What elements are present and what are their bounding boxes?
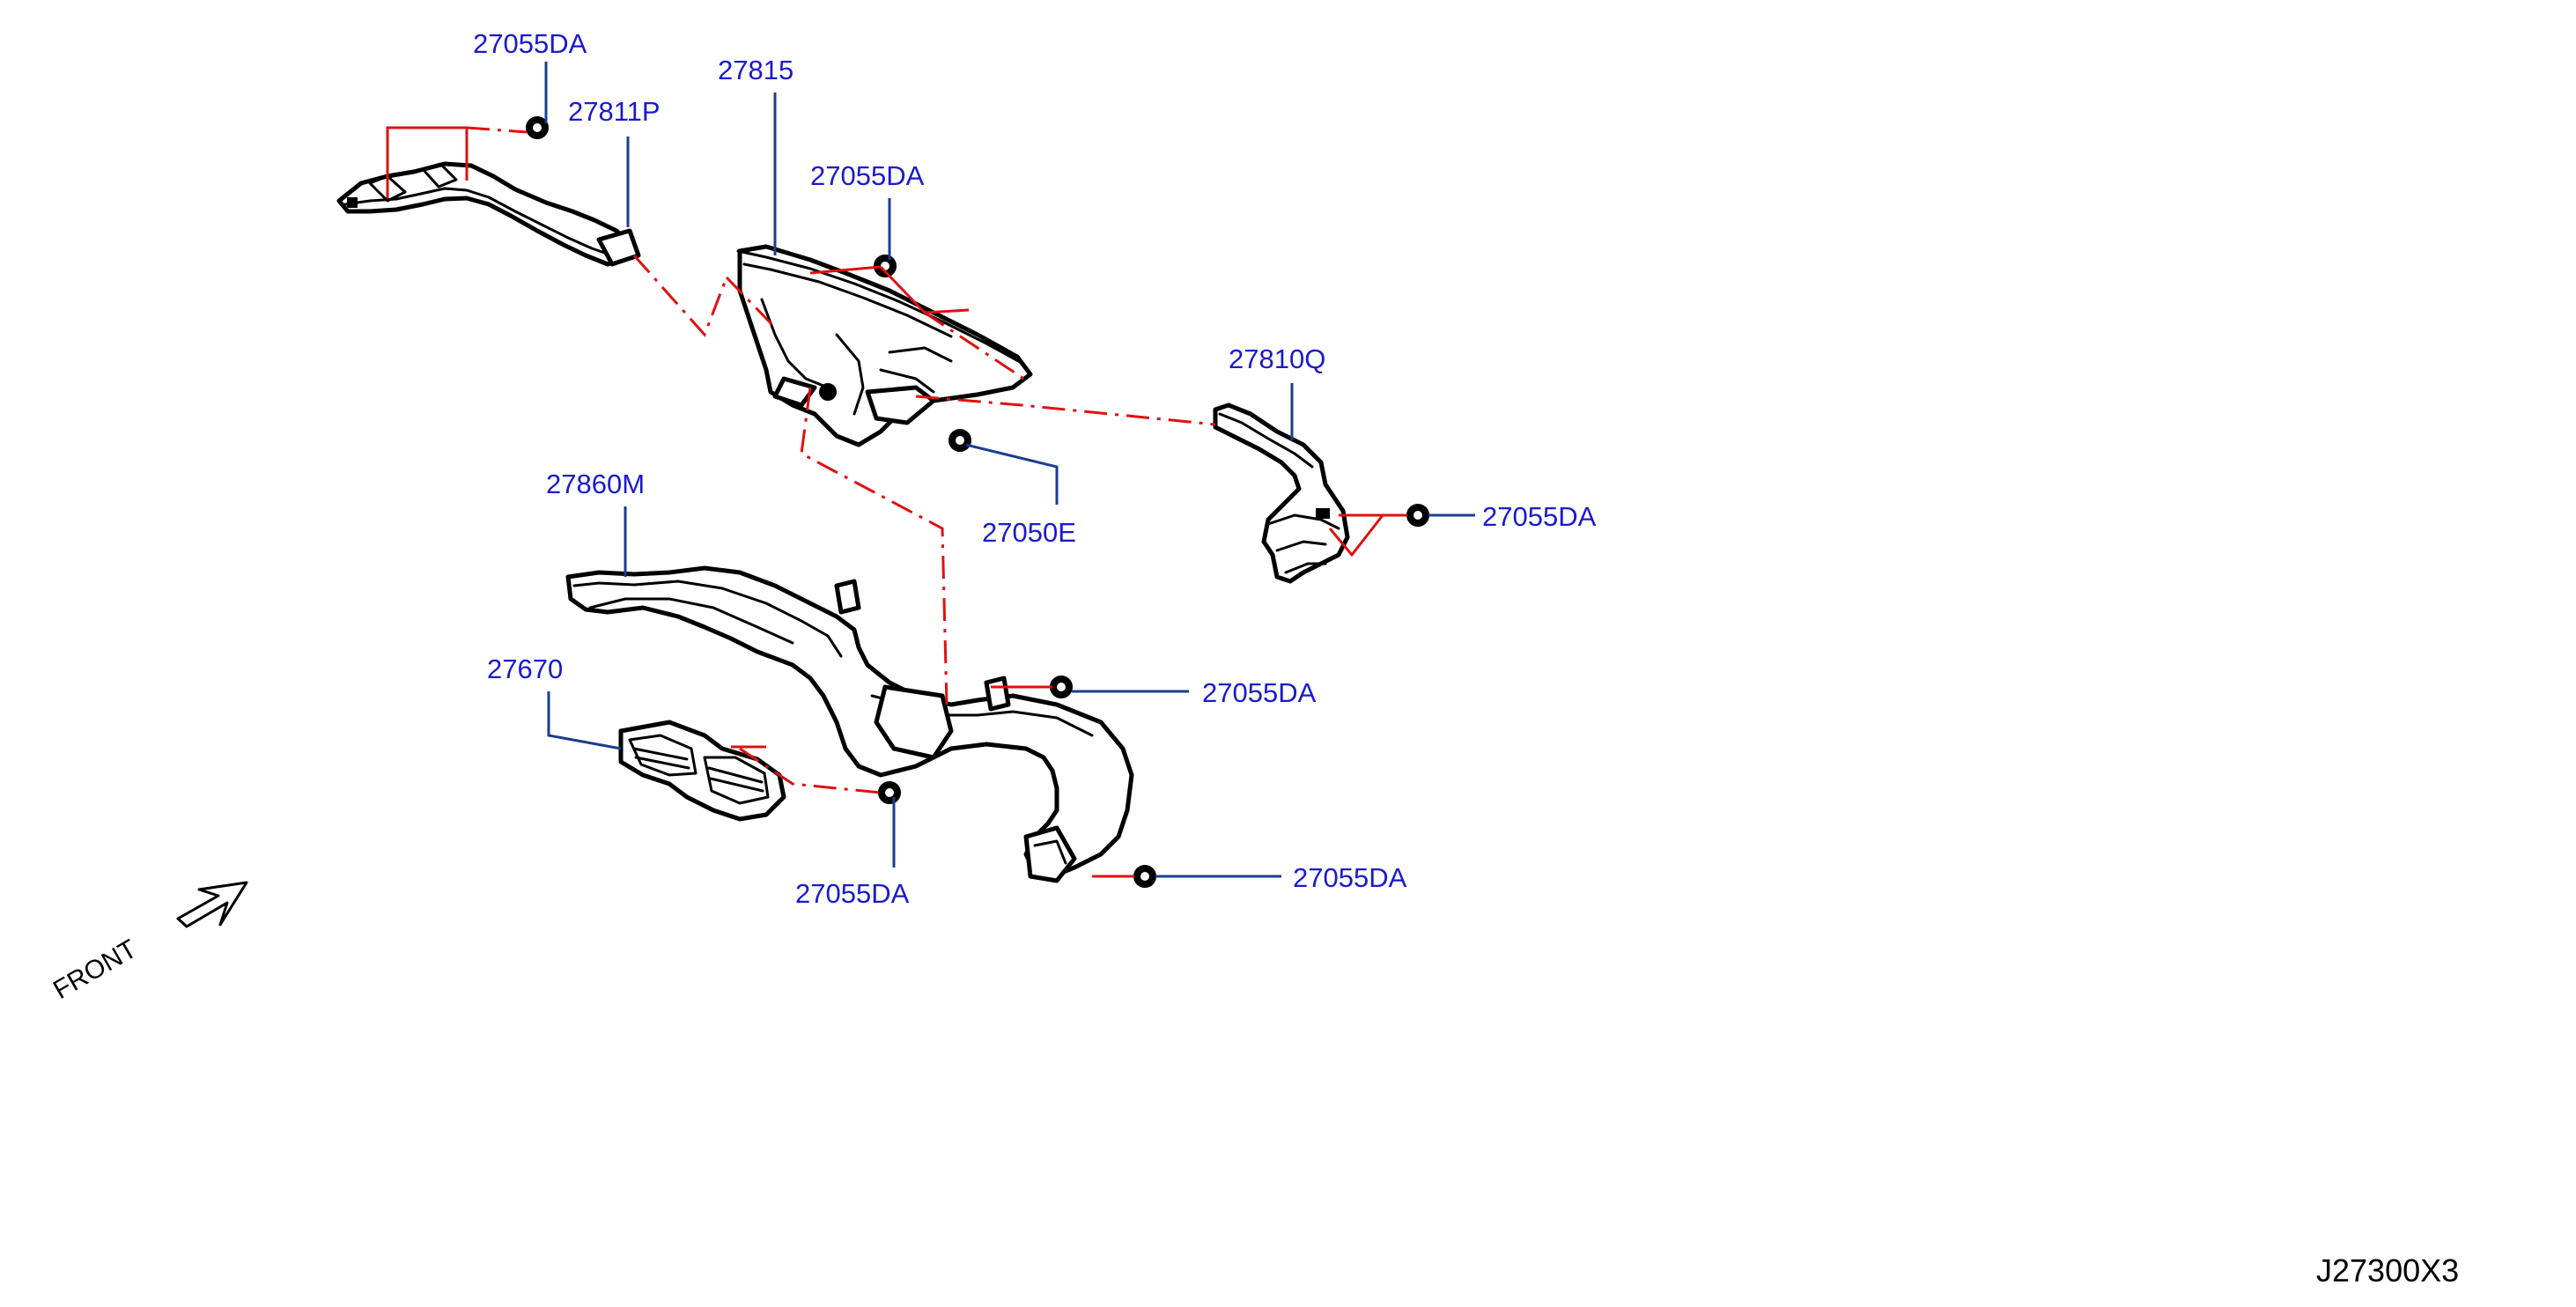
clip-27055DA-right[interactable]	[1406, 504, 1429, 527]
duct-27860M[interactable]	[565, 565, 1134, 883]
duct-27810Q[interactable]	[1213, 402, 1350, 584]
front-label: FRONT	[48, 934, 142, 1005]
callout-27815: 27815	[718, 55, 793, 85]
callout-27860M: 27860M	[546, 469, 645, 499]
clip-27055DA-lower-right[interactable]	[1133, 865, 1156, 888]
callout-27055DA-right: 27055DA	[1482, 501, 1597, 532]
callout-27055DA-top: 27055DA	[473, 28, 587, 59]
callout-27055DA-lower-right: 27055DA	[1293, 862, 1407, 893]
clip-27055DA-lower-center[interactable]	[1050, 676, 1073, 698]
clip-small-center	[819, 383, 837, 401]
callout-27055DA-grille: 27055DA	[795, 878, 910, 909]
clip-27055DA-top[interactable]	[526, 116, 549, 139]
callout-27810Q: 27810Q	[1229, 343, 1325, 374]
phantom-lines	[386, 126, 1407, 878]
callout-27055DA-lower-center: 27055DA	[1202, 677, 1317, 708]
callout-27670: 27670	[487, 654, 563, 684]
grille-27670[interactable]	[618, 720, 786, 822]
callout-27055DA-mid: 27055DA	[810, 160, 925, 191]
clip-27055DA-grille[interactable]	[878, 781, 901, 804]
callout-27811P: 27811P	[568, 96, 661, 127]
clip-27050E[interactable]	[948, 429, 971, 452]
duct-27811P[interactable]	[336, 161, 641, 267]
duct-27815[interactable]	[736, 244, 1033, 447]
callout-27050E: 27050E	[982, 517, 1076, 548]
leader-lines	[544, 62, 1475, 878]
front-arrow-icon	[176, 881, 248, 928]
diagram-id: J27300X3	[2316, 1252, 2459, 1289]
